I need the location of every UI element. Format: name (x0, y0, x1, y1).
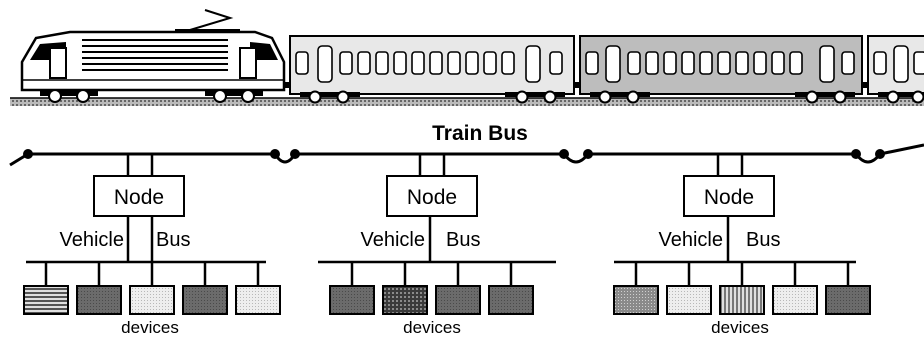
device-box-icon[interactable] (667, 286, 711, 314)
node-label: Node (407, 186, 457, 209)
bus-joint (270, 149, 280, 159)
vehicle-label: Vehicle (361, 229, 426, 251)
bus-joint (559, 149, 569, 159)
vehicle-label: Vehicle (659, 229, 724, 251)
bus-joint (583, 149, 593, 159)
locomotive-icon (22, 10, 284, 102)
device-box-icon[interactable] (436, 286, 480, 314)
devices-label: devices (403, 318, 461, 337)
vehicle-segment-3: Node Vehicle Bus devices (614, 154, 870, 337)
device-box-icon[interactable] (77, 286, 121, 314)
bus-joint (875, 149, 885, 159)
device-box-icon[interactable] (130, 286, 174, 314)
vehicle-segment-2: Node Vehicle Bus devices (318, 154, 556, 337)
device-box-icon[interactable] (330, 286, 374, 314)
devices-label: devices (711, 318, 769, 337)
device-box-icon[interactable] (773, 286, 817, 314)
bus-label: Bus (156, 229, 190, 251)
bus-label: Bus (746, 229, 780, 251)
node-label: Node (114, 186, 164, 209)
bus-joint (290, 149, 300, 159)
device-box-icon[interactable] (614, 286, 658, 314)
train-bus-line (10, 145, 924, 165)
device-box-icon[interactable] (489, 286, 533, 314)
device-box-icon[interactable] (236, 286, 280, 314)
devices-label: devices (121, 318, 179, 337)
vehicle-segment-1: Node Vehicle Bus devices (24, 154, 280, 337)
device-box-icon[interactable] (383, 286, 427, 314)
node-label: Node (704, 186, 754, 209)
passenger-car-icon (868, 36, 924, 103)
device-box-icon[interactable] (720, 286, 764, 314)
bus-label: Bus (446, 229, 480, 251)
train-bus-label: Train Bus (432, 122, 528, 145)
bus-joint (851, 149, 861, 159)
passenger-car-icon (580, 36, 862, 103)
vehicle-label: Vehicle (60, 229, 125, 251)
bus-terminator (23, 149, 33, 159)
device-box-icon[interactable] (24, 286, 68, 314)
train-illustration (10, 10, 924, 106)
device-box-icon[interactable] (183, 286, 227, 314)
rail-track (10, 98, 924, 106)
passenger-car-icon (290, 36, 574, 103)
device-box-icon[interactable] (826, 286, 870, 314)
